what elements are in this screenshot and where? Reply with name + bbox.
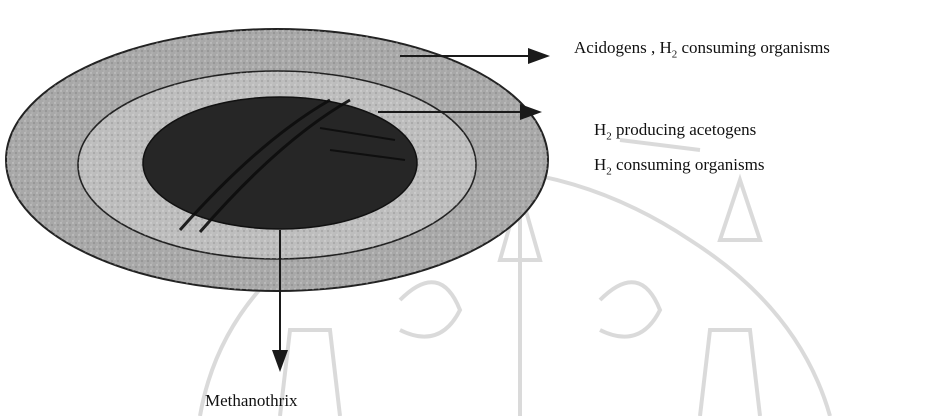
label-methanothrix: Methanothrix <box>205 391 298 411</box>
label-h2-consuming-organisms: H2 consuming organisms <box>594 155 764 175</box>
label-h2-producing-acetogens: H2 producing acetogens <box>594 120 756 140</box>
core-ellipse <box>143 97 417 229</box>
label-acidogens: Acidogens , H2 consuming organisms <box>574 38 830 58</box>
